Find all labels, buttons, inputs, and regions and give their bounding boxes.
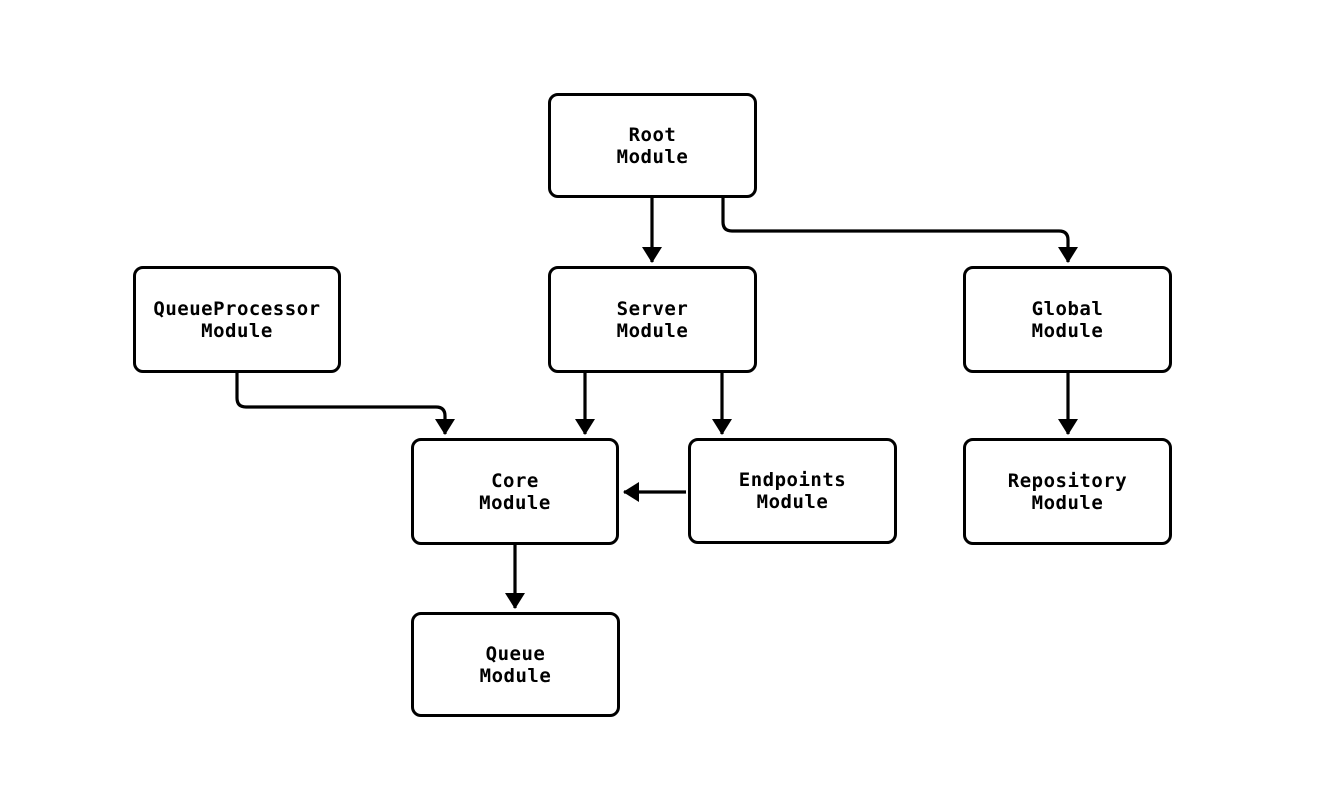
node-endpoints-module: Endpoints Module <box>688 438 897 544</box>
node-global-module: Global Module <box>963 266 1172 373</box>
node-queue-module: Queue Module <box>411 612 620 717</box>
node-root-module: Root Module <box>548 93 757 198</box>
node-core-module: Core Module <box>411 438 619 545</box>
edge-queueprocessor-to-core <box>235 373 455 435</box>
node-repository-module: Repository Module <box>963 438 1172 545</box>
node-server-module: Server Module <box>548 266 757 373</box>
node-queueprocessor-module: QueueProcessor Module <box>133 266 341 373</box>
edge-root-to-global <box>721 198 1078 263</box>
